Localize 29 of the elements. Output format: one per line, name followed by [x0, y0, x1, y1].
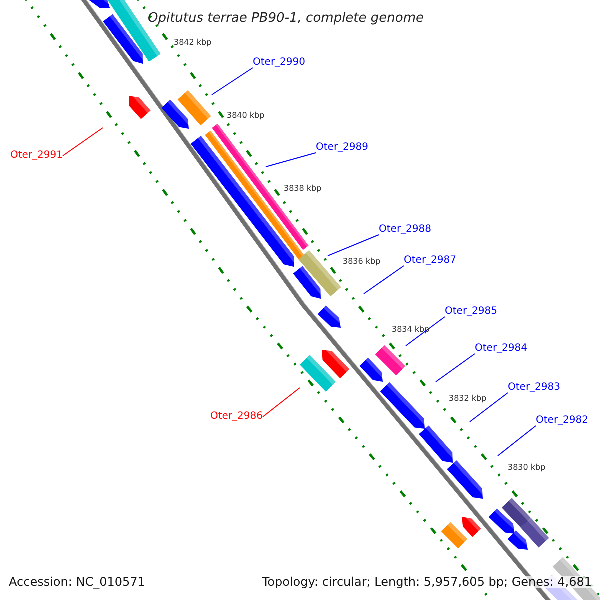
gene-label: Oter_2986 — [210, 412, 263, 422]
gene-label: Oter_2991 — [10, 151, 63, 161]
gene-label: Oter_2982 — [536, 416, 589, 426]
gene-label: Oter_2984 — [475, 344, 528, 354]
leader-line — [364, 266, 404, 294]
gene-label: Oter_2987 — [404, 256, 457, 266]
gene-label: Oter_2990 — [253, 58, 306, 68]
scale-label: 3830 kbp — [508, 464, 546, 472]
scale-label: 3832 kbp — [449, 395, 487, 403]
leader-line — [62, 128, 104, 156]
scale-label: 3834 kbp — [392, 326, 430, 334]
footer-text: Accession: NC_010571 — [9, 576, 146, 588]
leader-line — [328, 234, 380, 256]
gene-label: Oter_2988 — [379, 225, 432, 235]
leader-line — [212, 68, 254, 96]
leader-line — [498, 426, 536, 456]
diagram-title: Opitutus terrae PB90-1, complete genome — [148, 12, 424, 24]
gene-label: Oter_2989 — [316, 143, 369, 153]
leader-line — [406, 316, 446, 346]
leader-line — [436, 354, 476, 382]
leader-line — [470, 392, 508, 422]
gene-label: Oter_2985 — [445, 307, 498, 317]
scale-label: 3836 kbp — [343, 258, 381, 266]
scale-label: 3840 kbp — [227, 112, 265, 120]
scale-label: 3842 kbp — [174, 39, 212, 47]
leader-line — [262, 388, 300, 418]
gene-label: Oter_2983 — [508, 383, 561, 393]
scale-label: 3838 kbp — [284, 185, 322, 193]
leader-line — [266, 152, 316, 168]
